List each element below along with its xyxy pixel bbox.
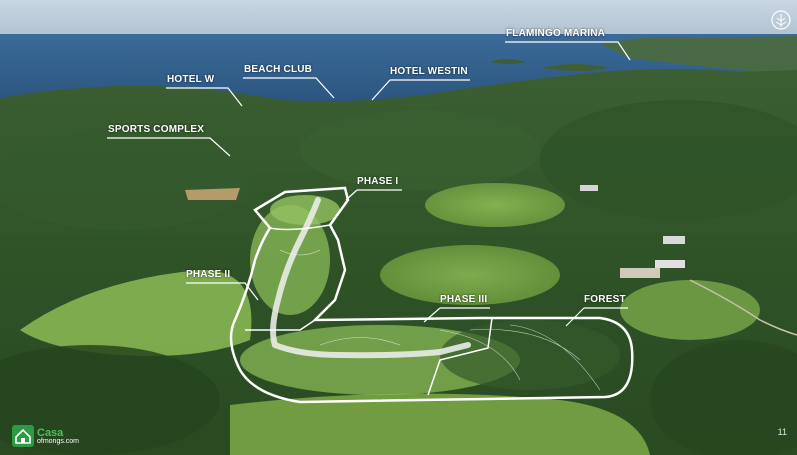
label-flamingo-marina: FLAMINGO MARINA: [506, 28, 606, 39]
development-outline: [229, 186, 634, 404]
sky: [0, 0, 797, 40]
brand-name: Casa: [37, 426, 64, 439]
label-forest: FOREST: [584, 294, 626, 305]
island: [490, 59, 525, 64]
phase-boundary: [245, 319, 316, 331]
label-phase-1: PHASE I: [357, 176, 399, 187]
phase-boundary: [269, 224, 331, 231]
forest-patch: [540, 100, 797, 220]
building: [580, 185, 598, 191]
forest-patch: [440, 320, 620, 390]
meadow: [270, 195, 340, 225]
forest-patch: [300, 110, 540, 190]
label-hotel-westin: HOTEL WESTIN: [390, 66, 468, 77]
building: [655, 260, 685, 268]
house-logo-icon: [12, 425, 34, 447]
meadow: [620, 280, 760, 340]
label-hotel-w: HOTEL W: [167, 74, 215, 85]
tree-badge-icon: [771, 10, 791, 30]
forest-patch: [0, 345, 220, 455]
label-phase-2: PHASE II: [186, 269, 231, 280]
brand-logo: Casa ofmongs.com: [12, 425, 79, 447]
road: [689, 279, 797, 336]
label-phase-3: PHASE III: [440, 294, 488, 305]
meadow: [20, 269, 252, 356]
label-beach-club: BEACH CLUB: [244, 64, 313, 75]
page-number: 11: [777, 427, 787, 437]
callout-lines: [107, 41, 631, 327]
distant-peninsula: [600, 36, 797, 76]
forest-patch: [0, 130, 250, 230]
label-sports-complex: SPORTS COMPLEX: [108, 124, 205, 135]
meadow: [380, 245, 560, 305]
island: [540, 64, 610, 71]
main-road: [270, 197, 471, 359]
meadow: [230, 393, 650, 455]
building: [663, 236, 685, 244]
meadow: [425, 183, 565, 227]
forest-patch: [650, 340, 797, 455]
building: [620, 268, 660, 278]
clearing: [185, 188, 240, 200]
brand-site: ofmongs.com: [37, 437, 80, 445]
lot-lines: [279, 249, 601, 391]
phase-boundary: [427, 317, 493, 396]
